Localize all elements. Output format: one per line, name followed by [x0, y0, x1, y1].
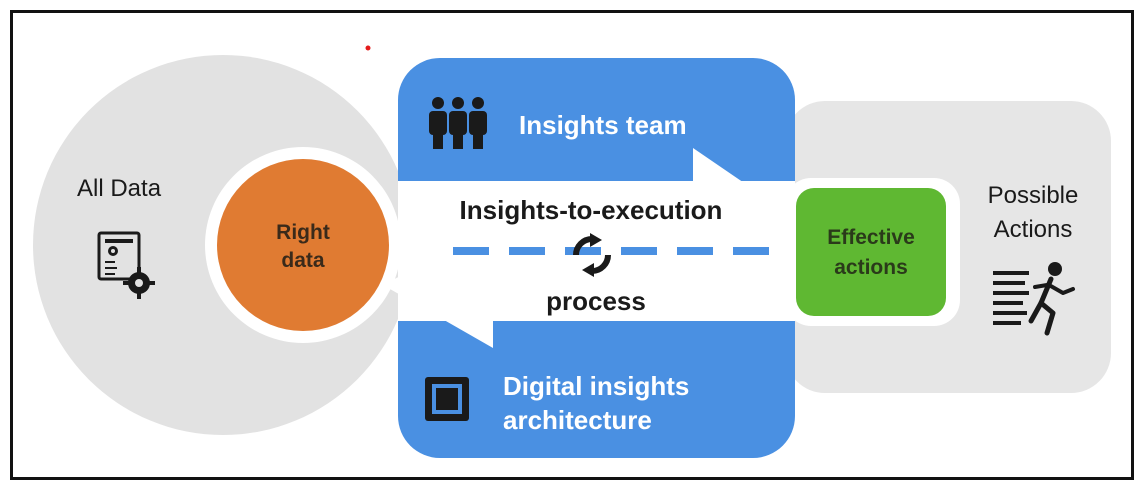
all-data-label: All Data — [77, 175, 162, 202]
right-data-label-line1: Right — [276, 221, 330, 244]
running-person-icon — [993, 262, 1075, 336]
right-data-circle — [217, 159, 389, 331]
right-data-label-line2: data — [281, 249, 325, 272]
digital-label-line1: Digital insights — [503, 371, 690, 401]
microchip-icon — [425, 377, 469, 421]
data-gears-icon — [97, 231, 155, 299]
diagram-background — [33, 45, 1111, 458]
effective-label-line1: Effective — [827, 226, 915, 249]
possible-label-line2: Actions — [993, 216, 1073, 243]
red-dot — [365, 45, 371, 51]
diagram-frame: All Data Right data Insights team Insigh… — [10, 10, 1134, 480]
left-arrow-head — [383, 228, 493, 348]
right-data-label: Right data — [245, 219, 361, 275]
right-arrow-head — [693, 148, 788, 278]
effective-label-line2: actions — [834, 256, 908, 279]
effective-actions-label: Effective actions — [796, 223, 946, 283]
insights-team-label: Insights team — [519, 110, 687, 140]
refresh-cycle-icon — [573, 233, 611, 277]
process-label-line2: process — [546, 286, 646, 316]
people-group-icon — [429, 97, 487, 149]
possible-label-line1: Possible — [987, 182, 1079, 209]
process-label-line1: Insights-to-execution — [459, 195, 723, 225]
possible-actions-label: Possible Actions — [953, 179, 1113, 247]
digital-label-line2: architecture — [503, 405, 652, 435]
digital-insights-label: Digital insights architecture — [503, 369, 689, 437]
effective-actions-box — [796, 188, 946, 316]
